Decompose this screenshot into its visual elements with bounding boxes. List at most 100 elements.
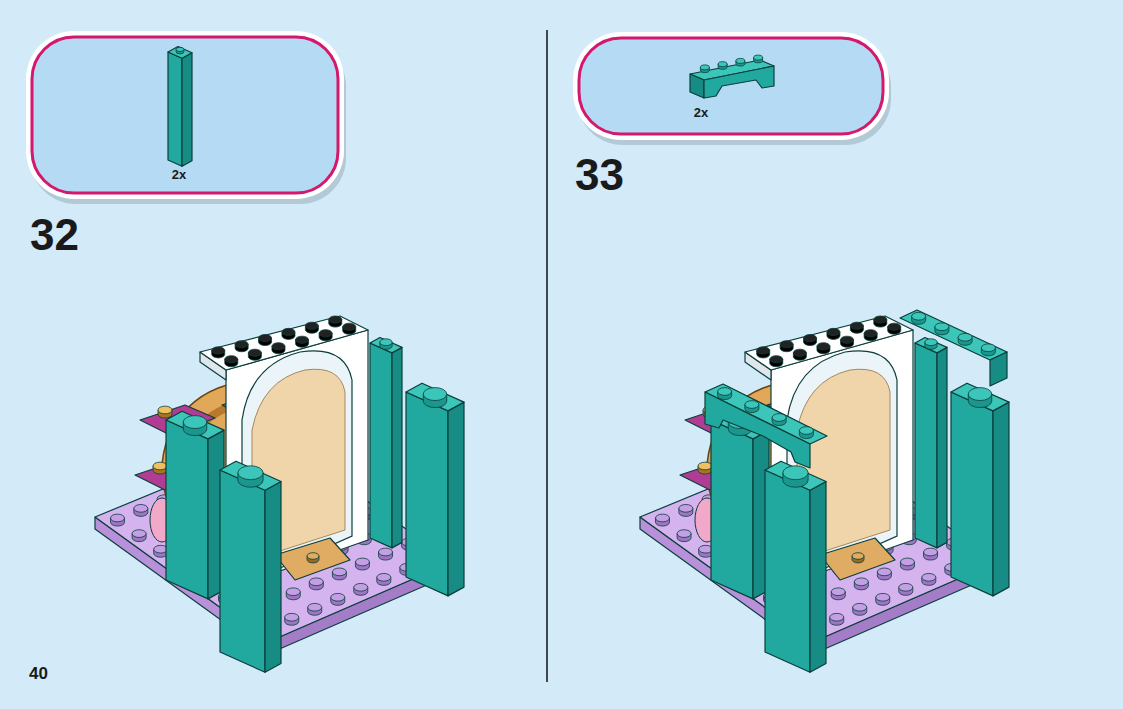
- stud: [754, 55, 763, 60]
- pillar-face: [765, 470, 810, 672]
- pillar-top: [765, 461, 826, 490]
- stud: [176, 47, 184, 51]
- stud: [331, 593, 345, 601]
- arch-face: [705, 392, 810, 468]
- pillar-top: [168, 47, 192, 59]
- stud: [319, 330, 332, 337]
- stud: [377, 573, 391, 581]
- stud: [935, 323, 949, 331]
- stud: [899, 583, 913, 591]
- gold-tile: [820, 538, 895, 580]
- stud: [853, 603, 867, 611]
- stud: [248, 349, 261, 356]
- pillar-side: [448, 402, 464, 596]
- stud: [296, 336, 309, 343]
- stud: [874, 316, 887, 323]
- stud: [854, 578, 868, 586]
- pillar-side: [392, 347, 402, 548]
- build-scene: [640, 310, 1009, 672]
- stud: [329, 316, 342, 323]
- pillar-side: [182, 53, 192, 167]
- door-frame-top: [745, 316, 913, 370]
- stud: [830, 613, 844, 621]
- pillar-face: [711, 420, 753, 599]
- stud: [925, 339, 937, 346]
- pillar-side: [993, 402, 1009, 596]
- stud: [677, 530, 691, 538]
- stud: [780, 341, 793, 348]
- build-scene: [95, 316, 464, 672]
- arch-top: [900, 310, 1007, 360]
- stud: [783, 466, 808, 480]
- pillar-top: [220, 461, 281, 490]
- stud: [183, 416, 207, 429]
- stud: [158, 406, 172, 414]
- callout-panel: [579, 38, 883, 134]
- stud: [343, 323, 356, 330]
- stud: [770, 356, 783, 363]
- stud: [380, 339, 392, 346]
- callout-box: 2x: [579, 38, 883, 134]
- stud: [698, 462, 712, 470]
- stud: [285, 613, 299, 621]
- stud: [912, 312, 926, 320]
- callout-panel: [32, 37, 338, 193]
- pillar-top: [406, 383, 464, 411]
- pillar-side: [265, 481, 281, 672]
- gold-tile: [275, 538, 350, 580]
- door-frame-top: [200, 316, 368, 370]
- stud: [132, 530, 146, 538]
- pillar-face: [951, 392, 993, 596]
- stud: [793, 349, 806, 356]
- pillar-side: [810, 481, 826, 672]
- pillar-face: [166, 420, 208, 599]
- stud: [235, 341, 248, 348]
- stud: [841, 336, 854, 343]
- stud: [745, 401, 759, 409]
- page-number: 40: [29, 664, 48, 684]
- stud: [272, 343, 285, 350]
- stud: [308, 603, 322, 611]
- callout-rim: [573, 32, 889, 140]
- stud: [958, 333, 972, 341]
- stud: [900, 558, 914, 566]
- pillar-top: [166, 411, 224, 439]
- callout-rim: [26, 31, 344, 199]
- stud: [888, 323, 901, 330]
- stud: [355, 558, 369, 566]
- stud: [309, 578, 323, 586]
- arch-icon-face: [704, 66, 774, 98]
- pillar-face: [406, 392, 448, 596]
- pillar-face: [168, 52, 182, 166]
- pillar-top: [951, 383, 1009, 411]
- pillar-face: [220, 470, 265, 672]
- stud: [354, 583, 368, 591]
- step-number: 32: [30, 210, 79, 260]
- stud: [153, 462, 167, 470]
- stud: [423, 388, 447, 401]
- divider-line: [546, 30, 548, 682]
- stud: [225, 356, 238, 363]
- stud: [850, 322, 863, 329]
- stud: [332, 568, 346, 576]
- pillar-face: [915, 343, 937, 548]
- stud: [827, 328, 840, 335]
- stud: [679, 504, 693, 512]
- stud: [804, 335, 817, 342]
- stud: [655, 514, 669, 522]
- arch-side: [990, 352, 1007, 386]
- part-icon: [168, 47, 774, 167]
- pillar-top: [370, 338, 402, 353]
- stud: [864, 330, 877, 337]
- stud: [877, 568, 891, 576]
- arch-icon-side: [690, 74, 704, 98]
- stud: [379, 548, 393, 556]
- stud: [718, 62, 727, 67]
- stud: [134, 504, 148, 512]
- stud: [286, 588, 300, 596]
- stud: [852, 553, 864, 560]
- stud: [238, 466, 263, 480]
- stud: [212, 347, 225, 354]
- stud: [968, 388, 992, 401]
- stud: [700, 65, 709, 70]
